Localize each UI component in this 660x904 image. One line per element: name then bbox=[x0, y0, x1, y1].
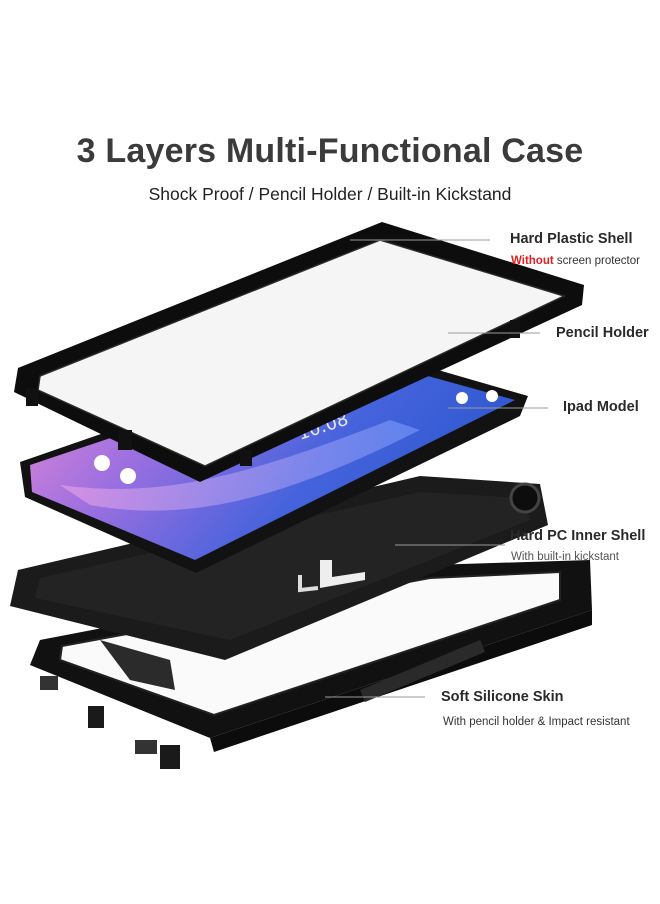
pencil-holder-label: Pencil Holder bbox=[556, 325, 649, 341]
inner-shell-layer bbox=[10, 476, 548, 690]
inner-shell-note: With built-in kickstant bbox=[511, 551, 620, 563]
page-title: 3 Layers Multi-Functional Case bbox=[76, 132, 584, 170]
page-subtitle: Shock Proof / Pencil Holder / Built-in K… bbox=[148, 184, 512, 204]
silicone-skin-label: Soft Silicone Skin bbox=[441, 689, 564, 705]
leader-lines bbox=[325, 239, 548, 698]
hard-shell-label: Hard Plastic Shell bbox=[510, 231, 633, 247]
silicone-skin-layer bbox=[30, 560, 592, 769]
hard-shell-note-rest: screen protector bbox=[553, 255, 640, 267]
silicone-skin-note: With pencil holder & Impact resistant bbox=[443, 716, 630, 728]
hard-shell-note: Without screen protector bbox=[511, 255, 640, 267]
inner-shell-label: Hard PC Inner Shell bbox=[510, 528, 646, 544]
hard-shell-note-highlight: Without bbox=[511, 255, 554, 267]
ipad-model-label: Ipad Model bbox=[563, 399, 639, 415]
hard-shell-layer bbox=[14, 222, 584, 482]
